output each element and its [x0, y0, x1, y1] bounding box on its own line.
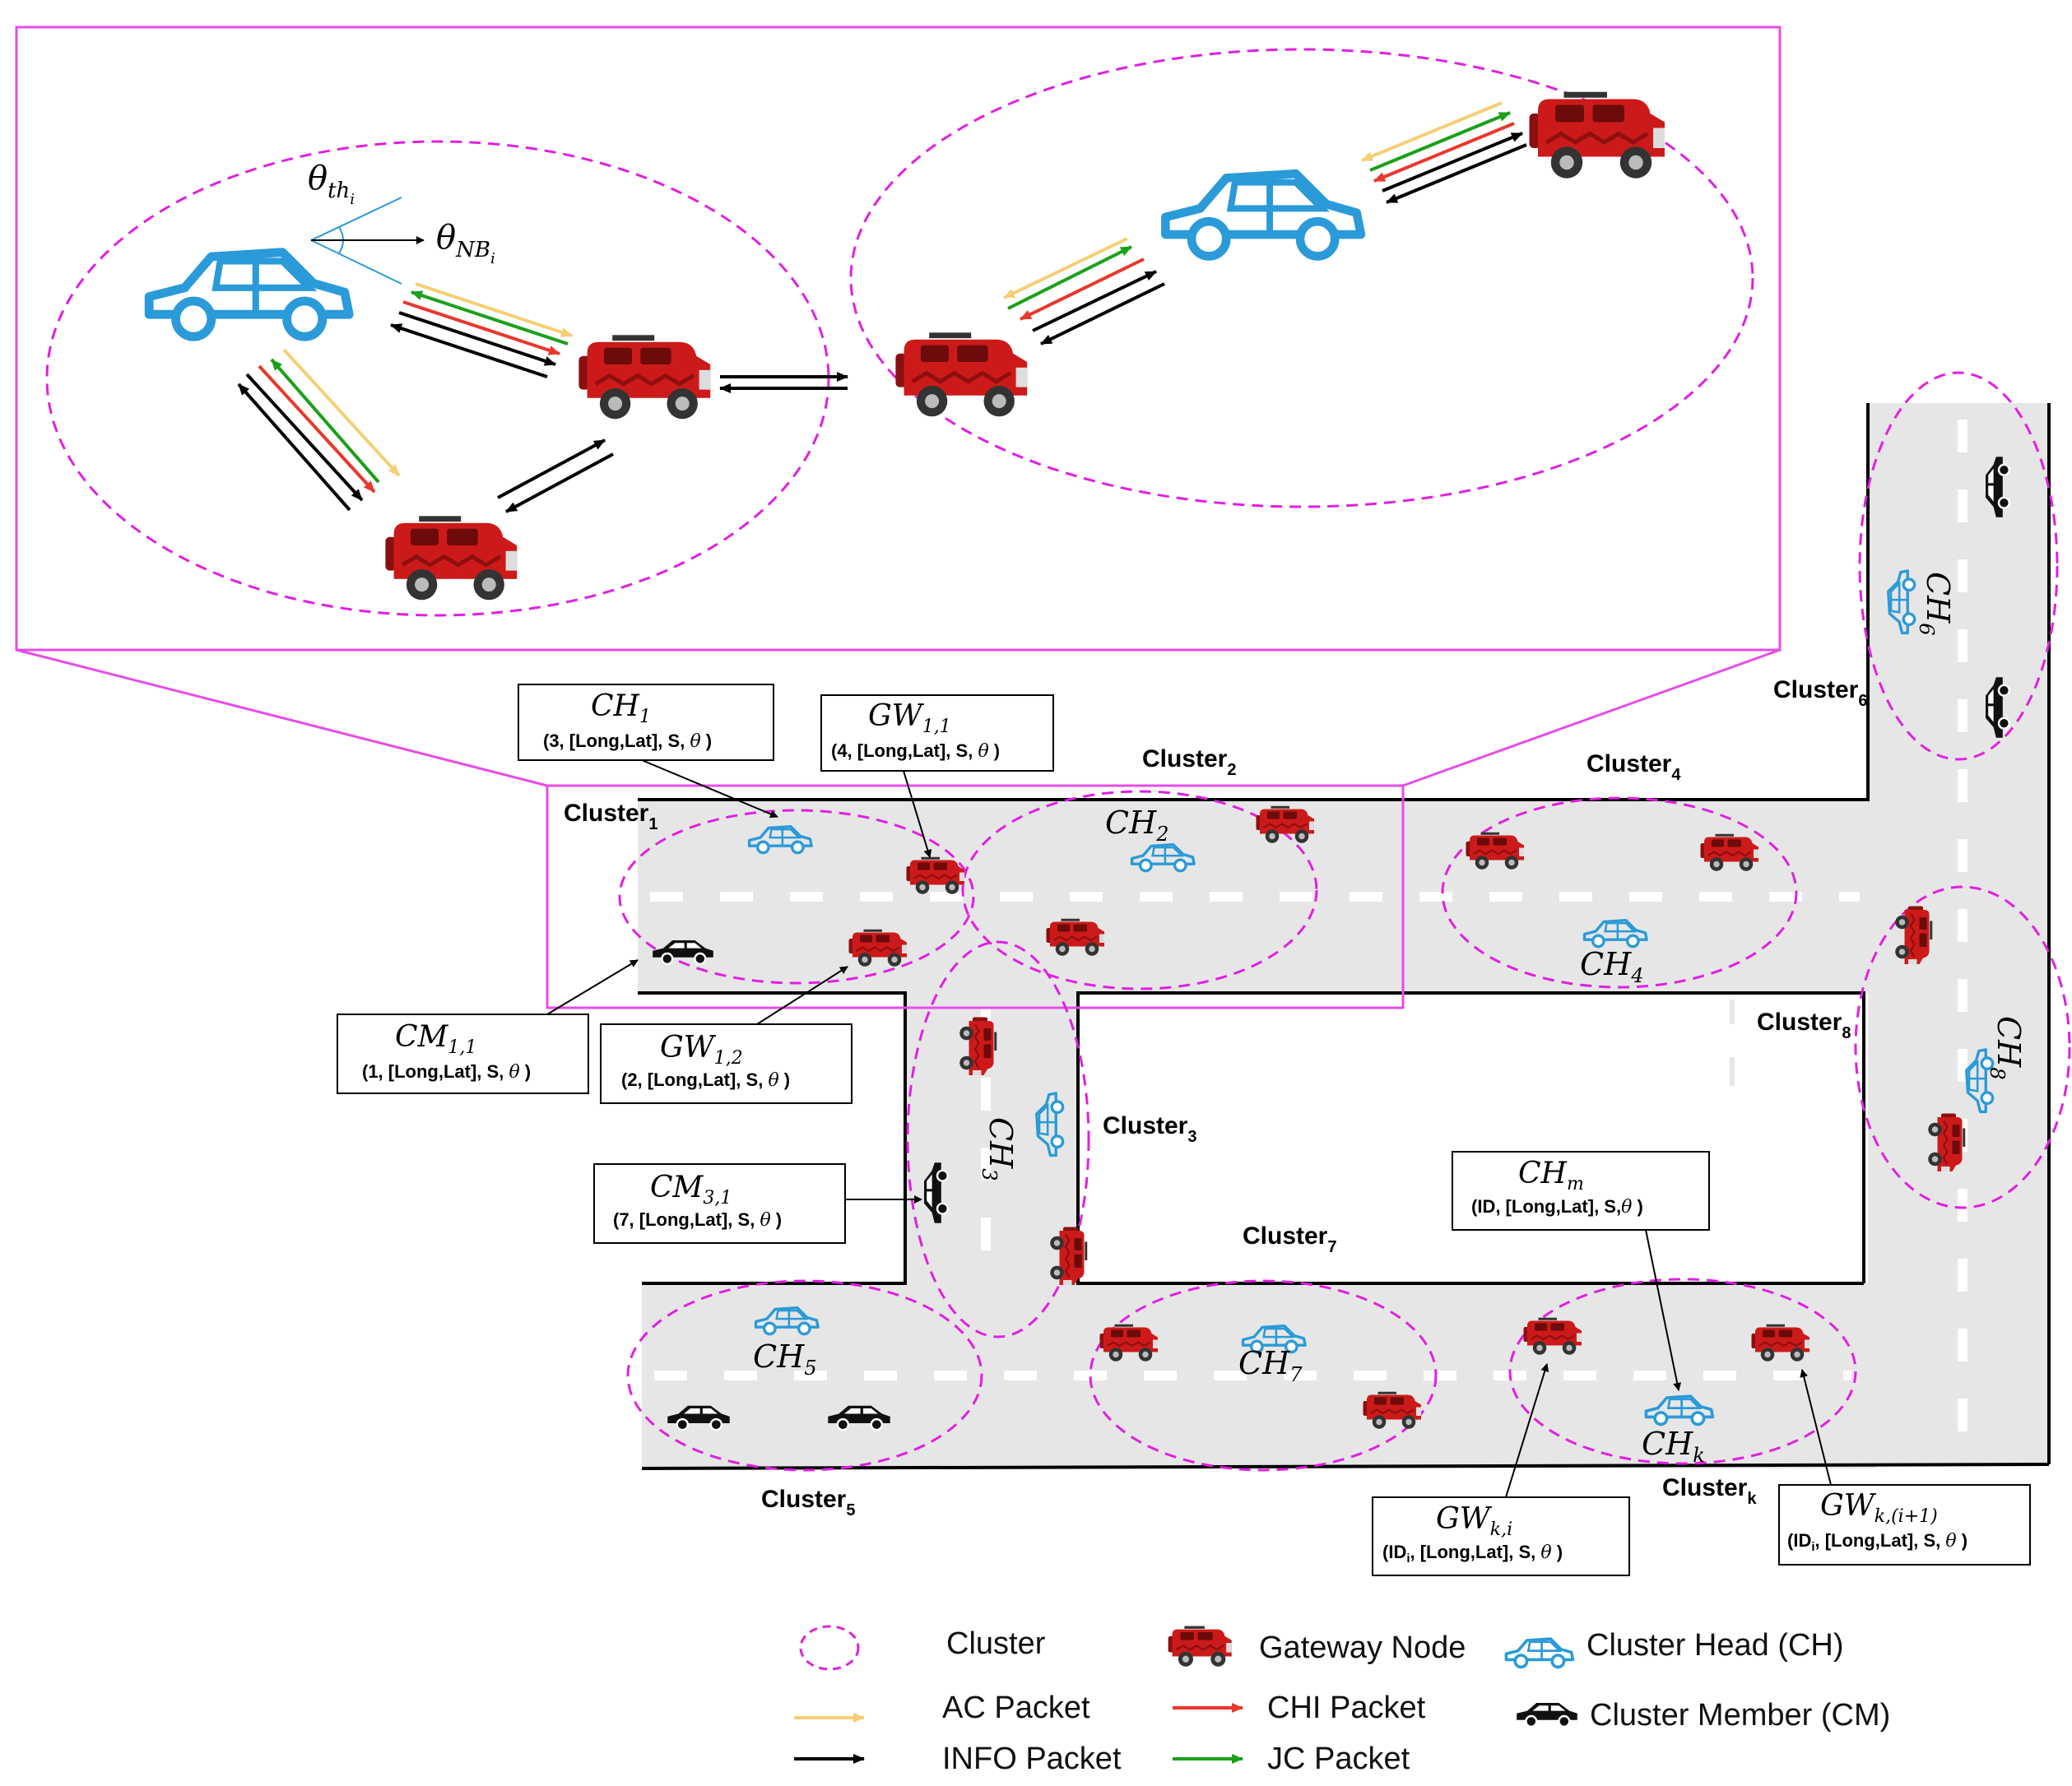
legend-gateway-label: Gateway Node	[1259, 1631, 1466, 1665]
ch-3-label: CH3	[978, 1117, 1019, 1181]
callout-gw-1-1: GW1,1 (4, [Long,Lat], S, θ )	[820, 694, 1054, 858]
zoom-connector-left	[16, 648, 548, 787]
gw-to-gw-arrows-left	[497, 438, 614, 513]
cluster-4-label: Cluster4	[1587, 750, 1681, 784]
packet-bundle-ch-to-gw-lower	[237, 348, 401, 512]
svg-text:(2, [Long,Lat], S, θ ): (2, [Long,Lat], S, θ )	[621, 1069, 790, 1091]
cluster-2-label: Cluster2	[1142, 745, 1236, 779]
zoom-cluster-head-icon	[149, 253, 349, 337]
road-top	[638, 800, 1872, 993]
zoom-connector-right	[1402, 648, 1781, 787]
theta-threshold-label: θthi	[308, 160, 355, 208]
cluster-1-ellipse	[618, 809, 975, 985]
legend-cluster-label: Cluster	[946, 1626, 1046, 1661]
threshold-line-upper	[310, 197, 402, 241]
legend-cluster-member-icon	[1515, 1701, 1579, 1728]
legend-ac-label: AC Packet	[942, 1691, 1090, 1725]
legend-cluster-icon	[799, 1625, 860, 1671]
svg-text:GWk,(i+1): GWk,(i+1)	[1820, 1489, 1938, 1527]
cluster-3-label: Cluster3	[1103, 1112, 1196, 1146]
cluster-1-label: Cluster1	[564, 800, 657, 833]
ch-7-label: CH7	[1238, 1345, 1303, 1386]
svg-text:GW1,1: GW1,1	[868, 699, 951, 737]
legend-info-label: INFO Packet	[942, 1742, 1122, 1776]
svg-text:GW1,2: GW1,2	[660, 1031, 743, 1069]
cluster-6-ellipse	[1858, 371, 2059, 761]
cluster-k-ellipse	[1508, 1278, 1857, 1465]
callout-cm-3-1: CM3,1 (7, [Long,Lat], S, θ )	[593, 1163, 922, 1244]
gw-to-gw-arrows-middle	[719, 372, 848, 393]
svg-text:CM3,1: CM3,1	[650, 1171, 732, 1208]
ch-4-label: CH4	[1580, 946, 1644, 987]
cluster-8-ellipse	[1854, 885, 2071, 1209]
ch-k-label: CHk	[1642, 1426, 1705, 1467]
svg-text:CM1,1: CM1,1	[395, 1020, 476, 1058]
ch-5-label: CH5	[753, 1338, 817, 1380]
cluster-5-ellipse	[626, 1279, 983, 1472]
legend-cluster-head-icon	[1504, 1637, 1575, 1669]
zoom-panel: θthi θNBi	[15, 26, 1782, 787]
zoom-cluster-head-icon	[1165, 174, 1361, 256]
cluster-labels: Cluster1 Cluster2 Cluster3 Cluster4 Clus…	[564, 676, 1867, 1519]
zoom-gateway-icon	[385, 516, 517, 600]
ch-2-label: CH2	[1105, 805, 1169, 846]
road-bottom	[642, 1283, 1876, 1468]
legend: Cluster Gateway Node Cluster Head (CH) A…	[794, 1625, 1890, 1776]
svg-text:(4, [Long,Lat], S, θ ): (4, [Long,Lat], S, θ )	[831, 740, 1000, 762]
svg-text:GWk,i: GWk,i	[1436, 1502, 1512, 1540]
ch-8-label: CH8	[1986, 1016, 2027, 1080]
callout-gw-1-2: GW1,2 (2, [Long,Lat], S, θ )	[600, 966, 852, 1104]
svg-text:CH1: CH1	[591, 689, 651, 727]
packet-bundle-gw-to-ch-right	[1003, 237, 1165, 346]
legend-cluster-member-label: Cluster Member (CM)	[1590, 1698, 1890, 1733]
cluster-2-ellipse	[961, 790, 1318, 990]
road-network	[638, 403, 2051, 1470]
callout-ch-1: CH1 (3, [Long,Lat], S, θ )	[518, 684, 778, 819]
cluster-5-label: Cluster5	[761, 1486, 855, 1519]
svg-text:(ID, [Long,Lat], S,θ ): (ID, [Long,Lat], S,θ )	[1471, 1196, 1643, 1218]
cluster-6-label: Cluster6	[1773, 676, 1867, 710]
legend-gateway-icon	[1167, 1625, 1233, 1668]
svg-text:(3, [Long,Lat], S, θ ): (3, [Long,Lat], S, θ )	[543, 731, 712, 752]
cluster-4-ellipse	[1441, 796, 1798, 989]
svg-text:CHm: CHm	[1518, 1157, 1584, 1195]
svg-text:(IDi, [Long,Lat], S, θ ): (IDi, [Long,Lat], S, θ )	[1787, 1530, 1967, 1554]
theta-neighbor-label: θNBi	[436, 219, 495, 267]
zoom-frame	[15, 26, 1782, 652]
callout-gw-k-i1: GWk,(i+1) (IDi, [Long,Lat], S, θ )	[1778, 1369, 2031, 1566]
cluster-head-labels: CH2 CH4 CH5 CH7 CHk CH3 CH6 CH8	[753, 572, 2027, 1467]
cluster-7-ellipse	[1089, 1279, 1438, 1472]
legend-cluster-head-label: Cluster Head (CH)	[1587, 1628, 1844, 1663]
cluster-7-label: Cluster7	[1243, 1222, 1336, 1256]
legend-chi-label: CHI Packet	[1267, 1691, 1426, 1725]
callouts: CH1 (3, [Long,Lat], S, θ ) GW1,1 (4, [Lo…	[337, 684, 2031, 1576]
zoom-gateway-icon	[1530, 92, 1665, 179]
threshold-line-lower	[310, 239, 402, 285]
zoom-cluster-right	[849, 48, 1754, 508]
packet-bundle-ch-to-gw-right	[1361, 101, 1527, 204]
cluster-k-label: Clusterk	[1662, 1474, 1757, 1508]
callout-cm-1-1: CM1,1 (1, [Long,Lat], S, θ )	[337, 959, 639, 1094]
legend-jc-label: JC Packet	[1267, 1742, 1410, 1776]
zoom-gateway-icon	[578, 335, 710, 419]
packet-bundle-ch-to-gw	[390, 282, 573, 378]
ch-6-label: CH6	[1915, 572, 1956, 636]
cluster-8-label: Cluster8	[1757, 1009, 1851, 1042]
svg-text:(1, [Long,Lat], S, θ ): (1, [Long,Lat], S, θ )	[362, 1061, 531, 1083]
cluster-ellipses	[618, 371, 2071, 1472]
svg-text:(IDi, [Long,Lat], S, θ ): (IDi, [Long,Lat], S, θ )	[1382, 1542, 1563, 1566]
cluster-3-ellipse	[906, 940, 1090, 1338]
callout-gw-k-i: GWk,i (IDi, [Long,Lat], S, θ )	[1372, 1363, 1630, 1576]
callout-ch-m: CHm (ID, [Long,Lat], S,θ )	[1452, 1151, 1710, 1391]
zoom-gateway-icon	[895, 332, 1027, 416]
zoom-region-marker	[546, 784, 1405, 1009]
svg-text:(7, [Long,Lat], S, θ ): (7, [Long,Lat], S, θ )	[613, 1209, 782, 1231]
